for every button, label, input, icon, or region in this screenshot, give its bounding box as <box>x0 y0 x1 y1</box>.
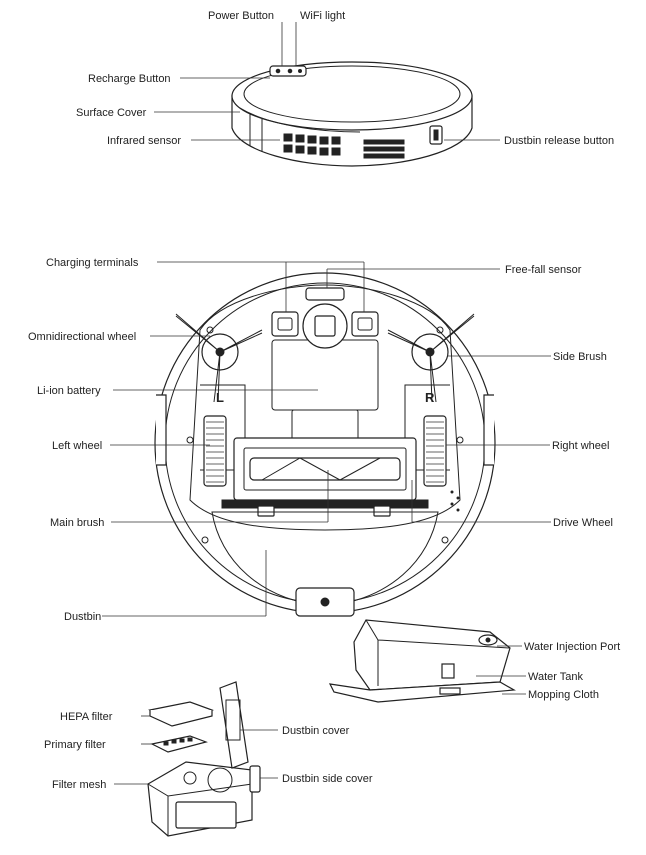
label-recharge-button: Recharge Button <box>88 73 171 85</box>
label-power-button: Power Button <box>208 10 274 22</box>
label-water-tank: Water Tank <box>528 671 584 683</box>
primary-filter-grid <box>163 737 193 746</box>
label-side-brush: Side Brush <box>553 351 607 363</box>
label-dustbin-side-cover: Dustbin side cover <box>282 773 373 785</box>
infrared-sensor-grille <box>283 133 341 156</box>
label-surface-cover: Surface Cover <box>76 107 147 119</box>
wheel-treads <box>206 421 444 483</box>
right-side-brush <box>387 313 475 403</box>
label-drive-wheel: Drive Wheel <box>553 517 613 529</box>
water-tank-drawing <box>328 619 516 703</box>
label-filter-mesh: Filter mesh <box>52 779 106 791</box>
label-dustbin-cover: Dustbin cover <box>282 725 350 737</box>
label-dustbin-release-button: Dustbin release button <box>504 135 614 147</box>
label-free-fall-sensor: Free-fall sensor <box>505 264 582 276</box>
label-hepa-filter: HEPA filter <box>60 711 113 723</box>
left-wheel-mark: L <box>216 390 224 405</box>
right-wheel-mark: R <box>425 390 435 405</box>
label-wifi-light: WiFi light <box>300 10 345 22</box>
label-infrared-sensor: Infrared sensor <box>107 135 181 147</box>
label-li-ion-battery: Li-ion battery <box>37 385 101 397</box>
left-side-brush <box>175 313 263 403</box>
label-right-wheel: Right wheel <box>552 440 609 452</box>
label-omnidirectional-wheel: Omnidirectional wheel <box>28 331 136 343</box>
label-charging-terminals: Charging terminals <box>46 257 139 269</box>
dustbin-filter-drawing <box>147 681 261 837</box>
label-primary-filter: Primary filter <box>44 739 106 751</box>
robot-top-view <box>231 61 473 167</box>
label-main-brush: Main brush <box>50 517 104 529</box>
leader-lines <box>102 22 551 785</box>
side-vent-grille <box>363 139 405 159</box>
label-water-injection-port: Water Injection Port <box>524 641 620 653</box>
robot-bottom-view: L R <box>154 272 496 617</box>
label-mopping-cloth: Mopping Cloth <box>528 689 599 701</box>
part-labels: Power Button WiFi light Recharge Button … <box>28 10 620 791</box>
label-left-wheel: Left wheel <box>52 440 102 452</box>
label-dustbin: Dustbin <box>64 611 101 623</box>
